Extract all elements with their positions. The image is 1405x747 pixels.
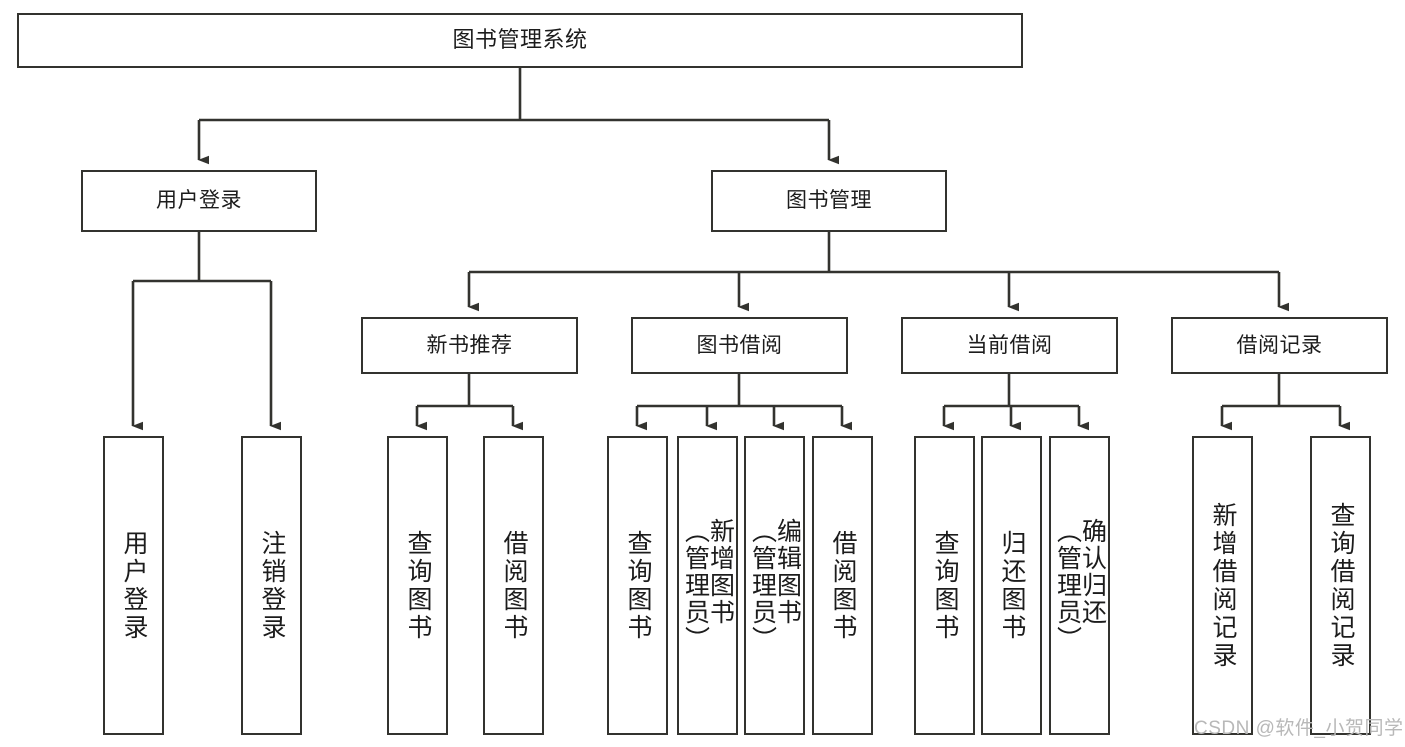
- node-label: 新书推荐: [426, 333, 513, 357]
- leaf-borrow-book[interactable]: 借阅图书: [812, 436, 873, 735]
- leaf-query-book-borrow[interactable]: 查询图书: [607, 436, 668, 735]
- node-new-book-recommend[interactable]: 新书推荐: [361, 317, 578, 374]
- leaf-user-login[interactable]: 用户登录: [103, 436, 164, 735]
- leaf-add-borrow-record[interactable]: 新增借阅记录: [1192, 436, 1253, 735]
- leaf-add-book-admin[interactable]: 新增图书 （管理员）: [677, 436, 738, 735]
- node-borrow-record[interactable]: 借阅记录: [1171, 317, 1388, 374]
- node-label: 注销登录: [258, 529, 286, 642]
- node-label: 查询借阅记录: [1327, 501, 1355, 670]
- node-label: 查询图书: [931, 529, 959, 642]
- node-book-management[interactable]: 图书管理: [711, 170, 947, 232]
- node-label: 借阅图书: [500, 529, 528, 642]
- node-root-system[interactable]: 图书管理系统: [17, 13, 1023, 68]
- node-label: 归还图书: [998, 529, 1026, 642]
- node-label: 查询图书: [404, 529, 432, 642]
- leaf-edit-book-admin[interactable]: 编辑图书 （管理员）: [744, 436, 805, 735]
- node-label: 用户登录: [156, 189, 242, 213]
- node-label: 用户登录: [120, 529, 148, 642]
- leaf-logout[interactable]: 注销登录: [241, 436, 302, 735]
- leaf-borrow-book-newbook[interactable]: 借阅图书: [483, 436, 544, 735]
- leaf-confirm-return-admin[interactable]: 确认归还 （管理员）: [1049, 436, 1110, 735]
- node-label: 借阅图书: [829, 529, 857, 642]
- leaf-query-book-current[interactable]: 查询图书: [914, 436, 975, 735]
- node-label: 确认归还 （管理员）: [1053, 518, 1107, 653]
- node-label: 图书借阅: [696, 333, 783, 357]
- leaf-return-book[interactable]: 归还图书: [981, 436, 1042, 735]
- node-label: 当前借阅: [966, 333, 1053, 357]
- node-user-login[interactable]: 用户登录: [81, 170, 317, 232]
- leaf-query-book-newbook[interactable]: 查询图书: [387, 436, 448, 735]
- node-label: 新增图书 （管理员）: [681, 518, 735, 653]
- node-label: 借阅记录: [1236, 333, 1323, 357]
- node-label: 图书管理系统: [452, 27, 588, 53]
- node-label: 编辑图书 （管理员）: [748, 518, 802, 653]
- node-label: 查询图书: [624, 529, 652, 642]
- leaf-query-borrow-record[interactable]: 查询借阅记录: [1310, 436, 1371, 735]
- node-current-borrow[interactable]: 当前借阅: [901, 317, 1118, 374]
- node-label: 新增借阅记录: [1209, 501, 1237, 670]
- node-label: 图书管理: [786, 189, 872, 213]
- node-book-borrow[interactable]: 图书借阅: [631, 317, 848, 374]
